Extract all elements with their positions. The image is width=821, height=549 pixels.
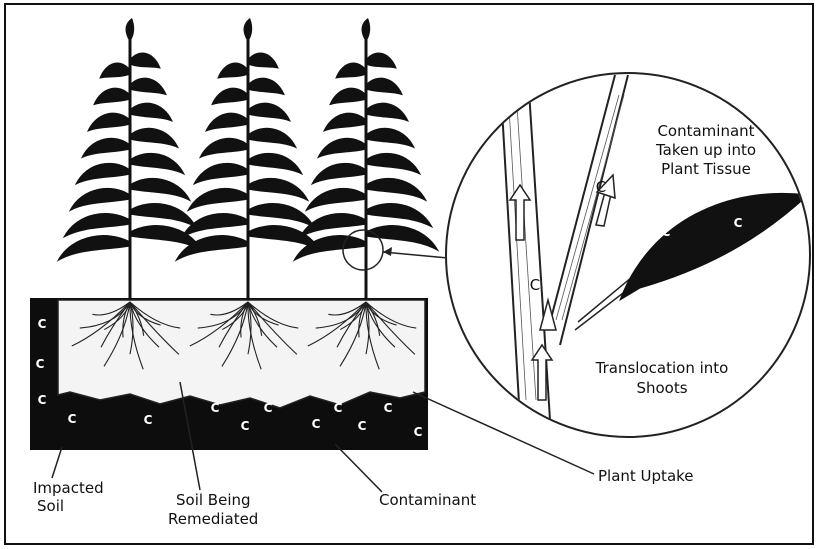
leaf xyxy=(248,178,308,200)
contaminant-marker: C xyxy=(36,357,45,371)
leaf xyxy=(366,178,426,200)
leaf xyxy=(248,203,314,227)
leaf xyxy=(366,103,408,121)
magnified-view xyxy=(446,73,810,437)
label-translocation-1: Translocation into xyxy=(595,359,729,377)
contaminant-marker: C xyxy=(144,413,153,427)
leaf xyxy=(248,153,302,174)
magnified-contaminant-marker: C xyxy=(734,216,743,230)
leaf xyxy=(206,113,248,131)
leaf xyxy=(200,138,248,157)
contaminant-marker: C xyxy=(241,419,250,433)
leaf xyxy=(218,63,248,78)
leaf xyxy=(366,203,432,227)
leaf xyxy=(366,226,438,251)
leaf xyxy=(130,153,184,174)
leaf xyxy=(366,78,402,94)
contaminant-marker: C xyxy=(384,401,393,415)
leaf xyxy=(70,188,130,210)
label-soil-remediated-2: Remediated xyxy=(168,510,258,528)
leaf xyxy=(82,138,130,157)
leaf xyxy=(248,103,290,121)
leaf xyxy=(88,113,130,131)
leaf xyxy=(130,103,172,121)
leader-contaminant xyxy=(335,444,382,492)
leaf xyxy=(248,78,284,94)
contaminant-marker: C xyxy=(358,419,367,433)
zoom-arrowhead xyxy=(383,247,392,256)
leaf xyxy=(366,53,396,68)
contaminant-marker: C xyxy=(264,401,273,415)
leaf xyxy=(324,113,366,131)
leaf xyxy=(366,128,414,147)
leaf xyxy=(248,128,296,147)
leaf xyxy=(312,163,366,184)
leaf xyxy=(306,188,366,210)
leaf xyxy=(244,18,253,42)
contaminant-marker: C xyxy=(38,317,47,331)
leader-impacted-soil xyxy=(52,447,62,478)
label-impacted-soil-1: Impacted xyxy=(33,479,104,497)
label-contaminant-uptake-1: Contaminant xyxy=(657,122,754,140)
label-contaminant: Contaminant xyxy=(379,491,476,509)
leaf xyxy=(58,236,130,261)
label-translocation-2: Shoots xyxy=(636,379,687,397)
leaf xyxy=(366,153,420,174)
leaf xyxy=(212,88,248,104)
label-contaminant-uptake-2: Taken up into xyxy=(655,141,756,159)
leaf xyxy=(194,163,248,184)
soil-block xyxy=(30,298,428,450)
plant-3 xyxy=(294,18,438,300)
magnified-contaminant-marker: C xyxy=(530,276,540,294)
contaminant-marker: C xyxy=(334,401,343,415)
zoom-source-circle xyxy=(343,230,383,270)
leaf xyxy=(130,78,166,94)
leaf xyxy=(130,128,178,147)
contaminant-marker: C xyxy=(312,417,321,431)
contaminant-marker: C xyxy=(414,425,423,439)
leaf xyxy=(130,203,196,227)
contaminant-marker: C xyxy=(38,393,47,407)
leaf xyxy=(248,53,278,68)
leaf xyxy=(130,53,160,68)
leaf xyxy=(182,213,248,237)
leaf xyxy=(330,88,366,104)
label-impacted-soil-2: Soil xyxy=(37,497,64,515)
magnified-circle xyxy=(446,73,810,437)
leaf xyxy=(130,178,190,200)
remediated-soil-region xyxy=(58,300,425,408)
magnified-contaminant-marker: C xyxy=(596,178,606,196)
leaf xyxy=(336,63,366,78)
label-soil-remediated-1: Soil Being xyxy=(176,491,251,509)
contaminant-marker: C xyxy=(68,412,77,426)
label-plant-uptake: Plant Uptake xyxy=(598,467,694,485)
leaf xyxy=(318,138,366,157)
leaf xyxy=(300,213,366,237)
leaf xyxy=(64,213,130,237)
zoom-connector xyxy=(383,252,448,258)
leaf xyxy=(76,163,130,184)
leaf xyxy=(100,63,130,78)
leaf xyxy=(362,18,371,42)
leaf xyxy=(188,188,248,210)
magnified-contaminant-marker: C xyxy=(662,225,671,239)
leaf xyxy=(94,88,130,104)
leaf xyxy=(126,18,135,42)
label-contaminant-uptake-3: Plant Tissue xyxy=(661,160,751,178)
contaminant-marker: C xyxy=(211,401,220,415)
